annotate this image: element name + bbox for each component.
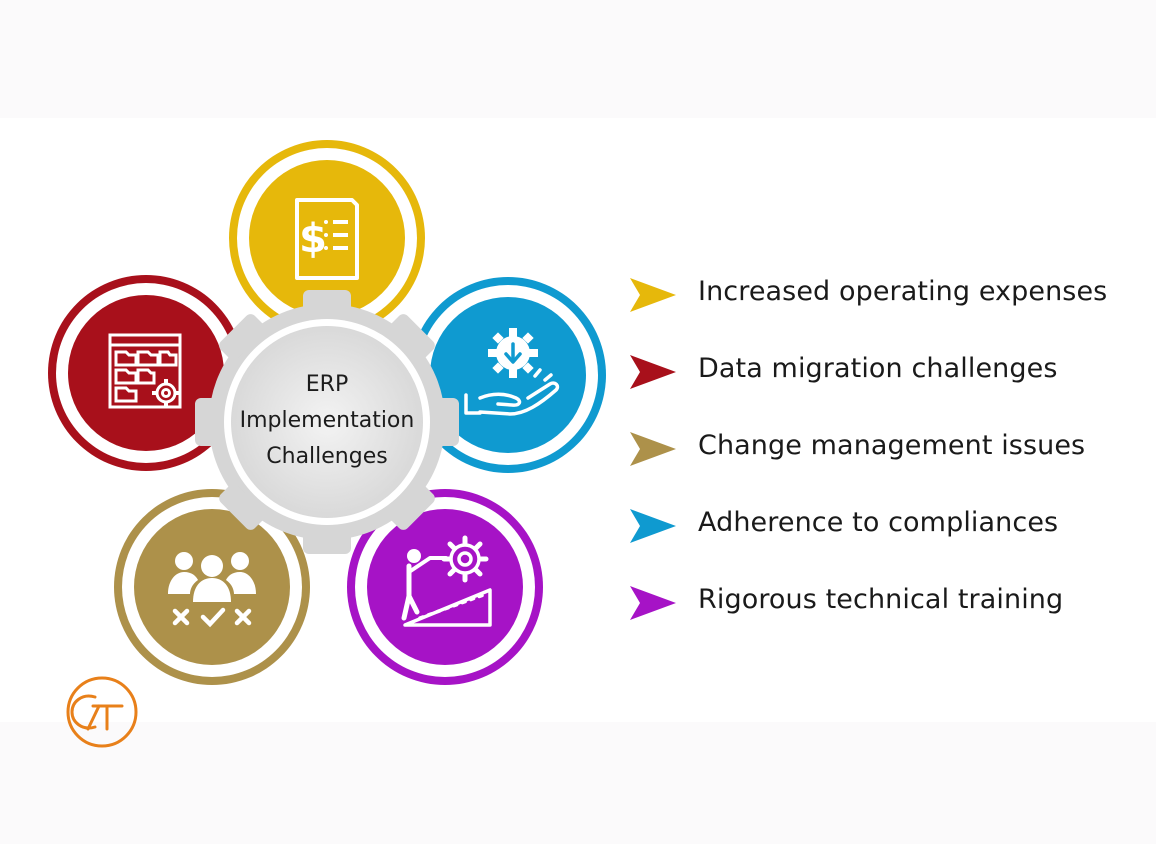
team-decision-icon [168, 552, 256, 628]
legend-label: Adherence to compliances [698, 507, 1059, 538]
arrow-marker-icon [630, 278, 676, 312]
arrow-marker-icon [630, 355, 676, 389]
center-title-line-3: Challenges [266, 444, 388, 469]
arrow-marker-icon [630, 432, 676, 466]
hand-gear-icon [464, 328, 560, 416]
legend-label: Change management issues [698, 430, 1086, 461]
arrow-marker-icon [630, 509, 676, 543]
change-management-circle [114, 489, 310, 685]
climbing-gear-icon [401, 535, 492, 627]
legend-item-data-migration: Data migration challenges [628, 347, 1148, 399]
center-title-line-2: Implementation [239, 408, 415, 433]
legend-item-expenses: Increased operating expenses [628, 270, 1148, 322]
training-circle [347, 489, 543, 685]
ct-logo-icon [66, 676, 138, 748]
folders-gear-icon [108, 333, 182, 409]
diagram-center-title: ERP Implementation Challenges [222, 367, 432, 475]
legend-label: Data migration challenges [698, 353, 1058, 384]
legend-item-compliance: Adherence to compliances [628, 501, 1148, 553]
expenses-circle: $ [229, 140, 425, 336]
center-gear [195, 290, 459, 554]
svg-text:$: $ [299, 216, 327, 262]
arrow-marker-icon [630, 586, 676, 620]
legend-label: Rigorous technical training [698, 584, 1064, 615]
legend-label: Increased operating expenses [698, 276, 1108, 307]
center-title-line-1: ERP [305, 372, 349, 397]
invoice-dollar-icon: $ [295, 198, 359, 280]
legend-item-training: Rigorous technical training [628, 578, 1148, 630]
legend-item-change-management: Change management issues [628, 424, 1148, 476]
